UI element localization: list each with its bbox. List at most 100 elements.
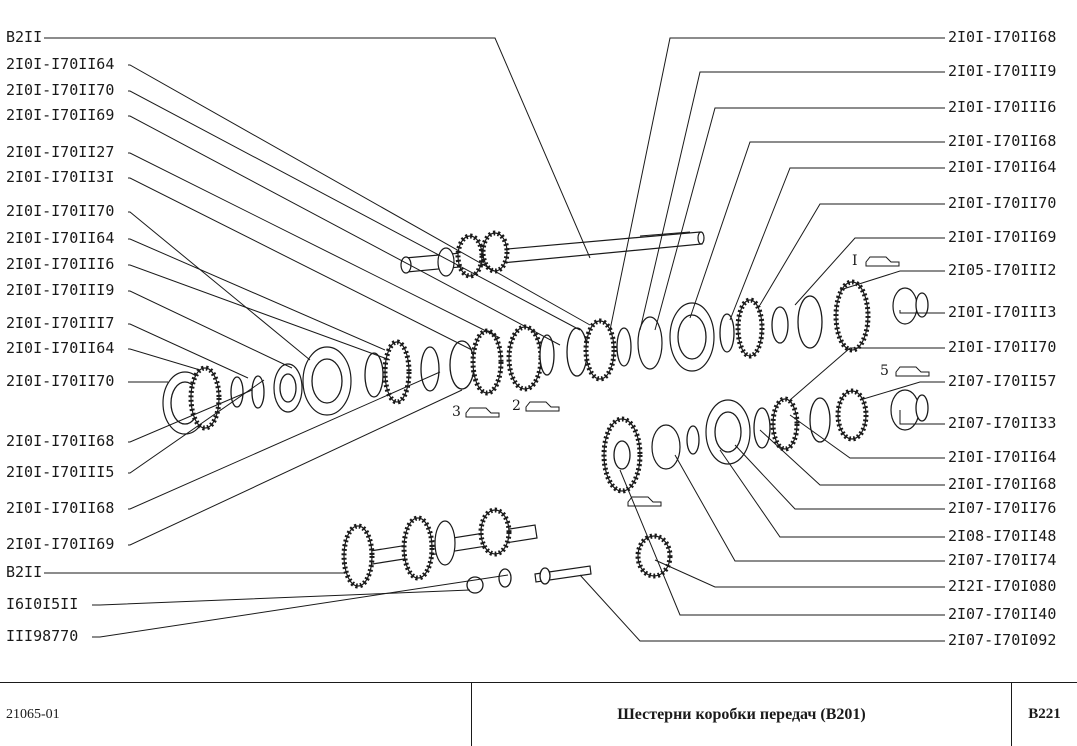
leader-lines: [44, 37, 945, 642]
left-callout-label: 2I0I-I70II68: [6, 432, 114, 450]
left-callout-label: 2I0I-I70III9: [6, 281, 114, 299]
fifth-gear-set: [601, 388, 929, 579]
diagram-canvas: B2II 2I0I-I70II64 2I0I-I70II70 2I0I-I70II69…: [6, 28, 1056, 649]
right-leader-line: [674, 454, 945, 562]
left-leader-line: [128, 371, 441, 510]
right-leader-line: [654, 107, 945, 331]
main-shaft: [400, 230, 705, 279]
left-callout-label: B2II: [6, 563, 42, 581]
car-icon: [627, 496, 662, 507]
left-callouts: B2II 2I0I-I70II64 2I0I-I70II70 2I0I-I70II69…: [6, 28, 114, 645]
left-leader-line: [128, 64, 591, 326]
right-callout-label: 2I0I-I70II70: [948, 194, 1056, 212]
left-leader-line: [128, 211, 311, 361]
car-icon: [895, 366, 930, 377]
right-callout-label: 2I0I-I70II68: [948, 28, 1056, 46]
main-shaft-gear-train: [162, 279, 929, 435]
exploded-gear-diagram: B2II 2I0I-I70II64 2I0I-I70II70 2I0I-I70II69…: [6, 28, 1056, 649]
right-callout-label: 2I0I-I70II69: [948, 228, 1056, 246]
car-icon: [865, 256, 900, 267]
right-leader-line: [719, 449, 945, 538]
right-callout-label: 2I0I-I70III9: [948, 62, 1056, 80]
left-callout-label: 2I0I-I70III5: [6, 463, 114, 481]
vehicle-count-marker: 3: [452, 404, 500, 420]
right-callout-label: 2I08-I70II48: [948, 527, 1056, 545]
right-leader-line: [689, 141, 945, 319]
left-leader-line: [128, 177, 473, 351]
vehicle-count-markers: I 5 3 2: [452, 253, 930, 507]
left-leader-line: [92, 574, 509, 638]
vehicle-count-marker: I: [852, 253, 900, 269]
vehicle-count-marker: 2: [512, 398, 560, 414]
left-callout-label: 2I0I-I70II64: [6, 339, 114, 357]
right-leader-line: [654, 559, 945, 588]
left-leader-line: [92, 589, 471, 606]
right-callout-label: 2I05-I70III2: [948, 261, 1056, 279]
left-callout-label: 2I0I-I70II68: [6, 499, 114, 517]
left-callout-label: 2I0I-I70II27: [6, 143, 114, 161]
right-leader-line: [789, 347, 945, 401]
car-icon: [525, 401, 560, 412]
left-leader-line: [128, 389, 253, 443]
sheet-number: В221: [1028, 706, 1061, 722]
right-leader-line: [794, 237, 945, 306]
left-callout-label: B2II: [6, 28, 42, 46]
counter-shaft: [341, 507, 592, 594]
vehicle-count-label: I: [852, 253, 858, 269]
right-leader-line: [839, 270, 945, 291]
left-leader-line: [128, 379, 265, 474]
left-callout-label: 2I0I-I70III6: [6, 255, 114, 273]
left-leader-line: [128, 238, 386, 351]
right-leader-line: [609, 37, 945, 331]
left-leader-line: [128, 348, 201, 371]
car-icon: [465, 407, 500, 418]
vehicle-count-marker: 5: [880, 363, 930, 379]
left-leader-line: [128, 115, 561, 346]
model-code: 21065-01: [0, 683, 472, 746]
right-callout-label: 2I07-I70II40: [948, 605, 1056, 623]
left-callout-label: 2I0I-I70II69: [6, 106, 114, 124]
right-callout-label: 2I07-I70II57: [948, 372, 1056, 390]
right-callout-label: 2I07-I70II33: [948, 414, 1056, 432]
left-leader-line: [128, 90, 581, 331]
sheet-title: Шестерни коробки передач (В201): [472, 683, 1012, 746]
right-leader-line: [579, 574, 945, 642]
right-callout-label: 2I0I-I70II68: [948, 475, 1056, 493]
left-callout-label: I6I0I5II: [6, 595, 78, 613]
right-leader-line: [899, 310, 945, 314]
right-callout-label: 2I2I-I70I080: [948, 577, 1056, 595]
right-callout-label: 2I0I-I70II68: [948, 132, 1056, 150]
left-leader-line: [128, 290, 293, 369]
right-leader-line: [729, 167, 945, 321]
left-callout-label: 2I0I-I70II3I: [6, 168, 114, 186]
left-callout-label: 2I0I-I70II64: [6, 229, 114, 247]
right-callout-label: 2I0I-I70II64: [948, 448, 1056, 466]
right-callout-label: 2I0I-I70II64: [948, 158, 1056, 176]
left-callout-label: 2I0I-I70II70: [6, 202, 114, 220]
right-leader-line: [789, 414, 945, 459]
left-leader-line: [128, 389, 463, 546]
right-callout-label: 2I07-I70II76: [948, 499, 1056, 517]
left-callout-label: 2I0I-I70II70: [6, 81, 114, 99]
right-callout-label: 2I07-I70I092: [948, 631, 1056, 649]
right-callout-label: 2I07-I70II74: [948, 551, 1056, 569]
right-leader-line: [639, 71, 945, 331]
right-leader-line: [734, 444, 945, 510]
part-drawings: [162, 230, 929, 594]
right-callout-label: 2I0I-I70III6: [948, 98, 1056, 116]
right-callout-label: 2I0I-I70III3: [948, 303, 1056, 321]
left-leader-line: [128, 323, 249, 379]
vehicle-count-label: 5: [880, 363, 889, 379]
right-leader-line: [619, 469, 945, 616]
left-leader-line: [128, 264, 391, 361]
left-callout-label: 2I0I-I70III7: [6, 314, 114, 332]
left-callout-label: 2I0I-I70II70: [6, 372, 114, 390]
right-callouts: 2I0I-I70II68 2I0I-I70III9 2I0I-I70III6 2I0I…: [948, 28, 1056, 649]
right-leader-line: [759, 429, 945, 486]
vehicle-count-label: 2: [512, 398, 521, 414]
left-leader-line: [44, 37, 591, 259]
left-leader-line: [128, 152, 501, 339]
title-block: 21065-01 Шестерни коробки передач (В201)…: [0, 682, 1077, 746]
left-callout-label: 2I0I-I70II64: [6, 55, 114, 73]
right-callout-label: 2I0I-I70II70: [948, 338, 1056, 356]
